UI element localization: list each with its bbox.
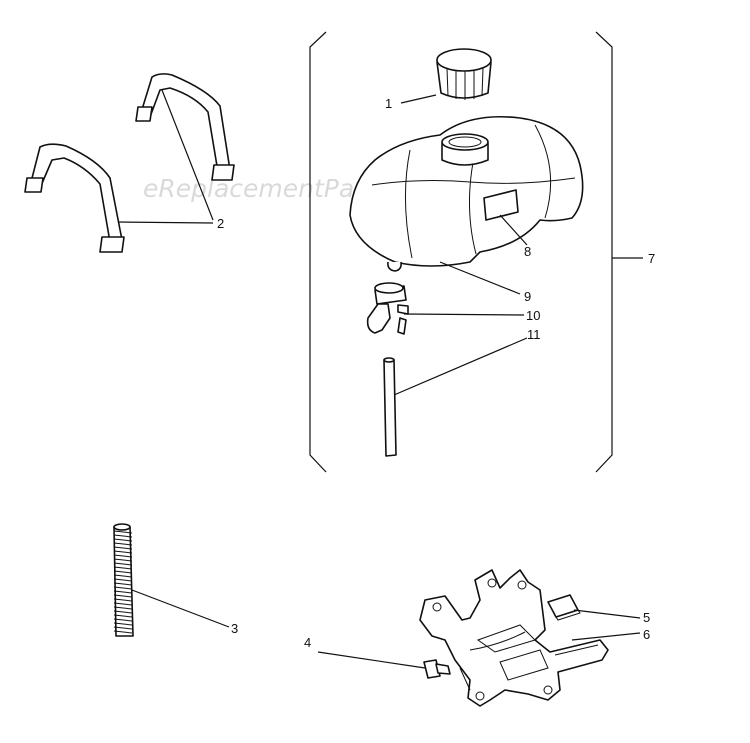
leader-10 <box>403 313 525 316</box>
leader-5 <box>573 609 641 619</box>
assembly-bracket-left <box>309 31 327 473</box>
rubber-pad[interactable] <box>547 594 581 621</box>
callout-4: 4 <box>304 635 311 650</box>
tank-filler-neck <box>441 133 489 166</box>
fuel-tank[interactable] <box>349 115 584 272</box>
callout-3: 3 <box>231 621 238 636</box>
leader-11 <box>393 337 528 396</box>
tank-strap-rear[interactable] <box>135 73 235 181</box>
leader-2b <box>117 221 214 224</box>
leader-4 <box>317 651 426 669</box>
leader-6 <box>571 632 641 641</box>
callout-1: 1 <box>385 96 392 111</box>
leader-9 <box>439 261 521 295</box>
fuel-line[interactable] <box>383 357 397 457</box>
fuel-valve[interactable] <box>366 282 409 335</box>
assembly-bracket-right <box>595 31 613 473</box>
leader-3 <box>131 589 230 628</box>
threaded-rod[interactable] <box>113 523 134 637</box>
callout-7: 7 <box>648 251 655 266</box>
leader-1 <box>400 94 437 104</box>
callout-8: 8 <box>524 244 531 259</box>
leader-8 <box>499 214 528 246</box>
bolt[interactable] <box>423 659 451 679</box>
tank-label[interactable] <box>483 189 519 221</box>
callout-2: 2 <box>217 216 224 231</box>
mounting-bracket[interactable] <box>419 569 609 707</box>
callout-10: 10 <box>526 308 540 323</box>
callout-11: 11 <box>527 327 541 342</box>
fuel-cap[interactable] <box>436 48 492 100</box>
tank-strap-front[interactable] <box>24 143 125 253</box>
callout-9: 9 <box>524 289 531 304</box>
leader-2a <box>161 89 214 221</box>
callout-5: 5 <box>643 610 650 625</box>
callout-6: 6 <box>643 627 650 642</box>
